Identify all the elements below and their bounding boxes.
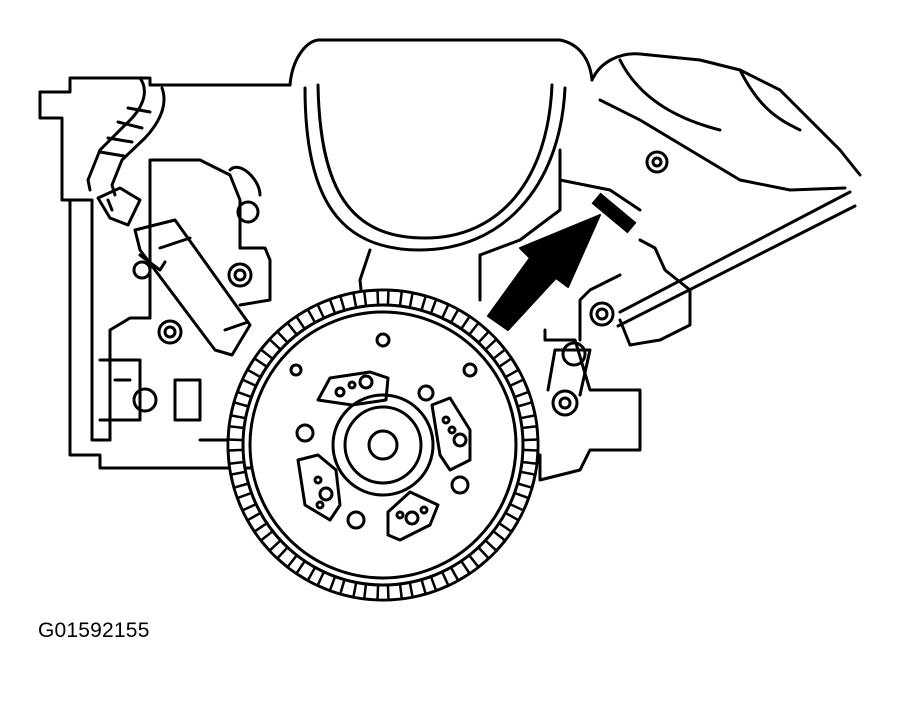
reluctor-ring-inner [241,303,525,587]
reluctor-tooth [376,583,390,602]
bolts [132,150,669,417]
pulley-hub-outer [331,393,435,497]
pulley-hub-mid [343,405,423,485]
reluctor-teeth [226,288,540,602]
reluctor-tooth [376,288,390,307]
pulley-hub-center [367,429,399,461]
timing-cover-opening [303,83,567,252]
engine-block-outline [38,38,862,482]
pointer-arrow [487,214,601,331]
pulley-rim [248,310,518,580]
dipstick-tube [616,190,857,328]
crankshaft-reluctor-wheel [226,288,540,602]
reluctor-tooth [226,438,245,452]
reluctor-tooth [521,438,540,452]
crankshaft-position-sensor [86,76,262,357]
figure-id-label: G01592155 [38,619,150,642]
